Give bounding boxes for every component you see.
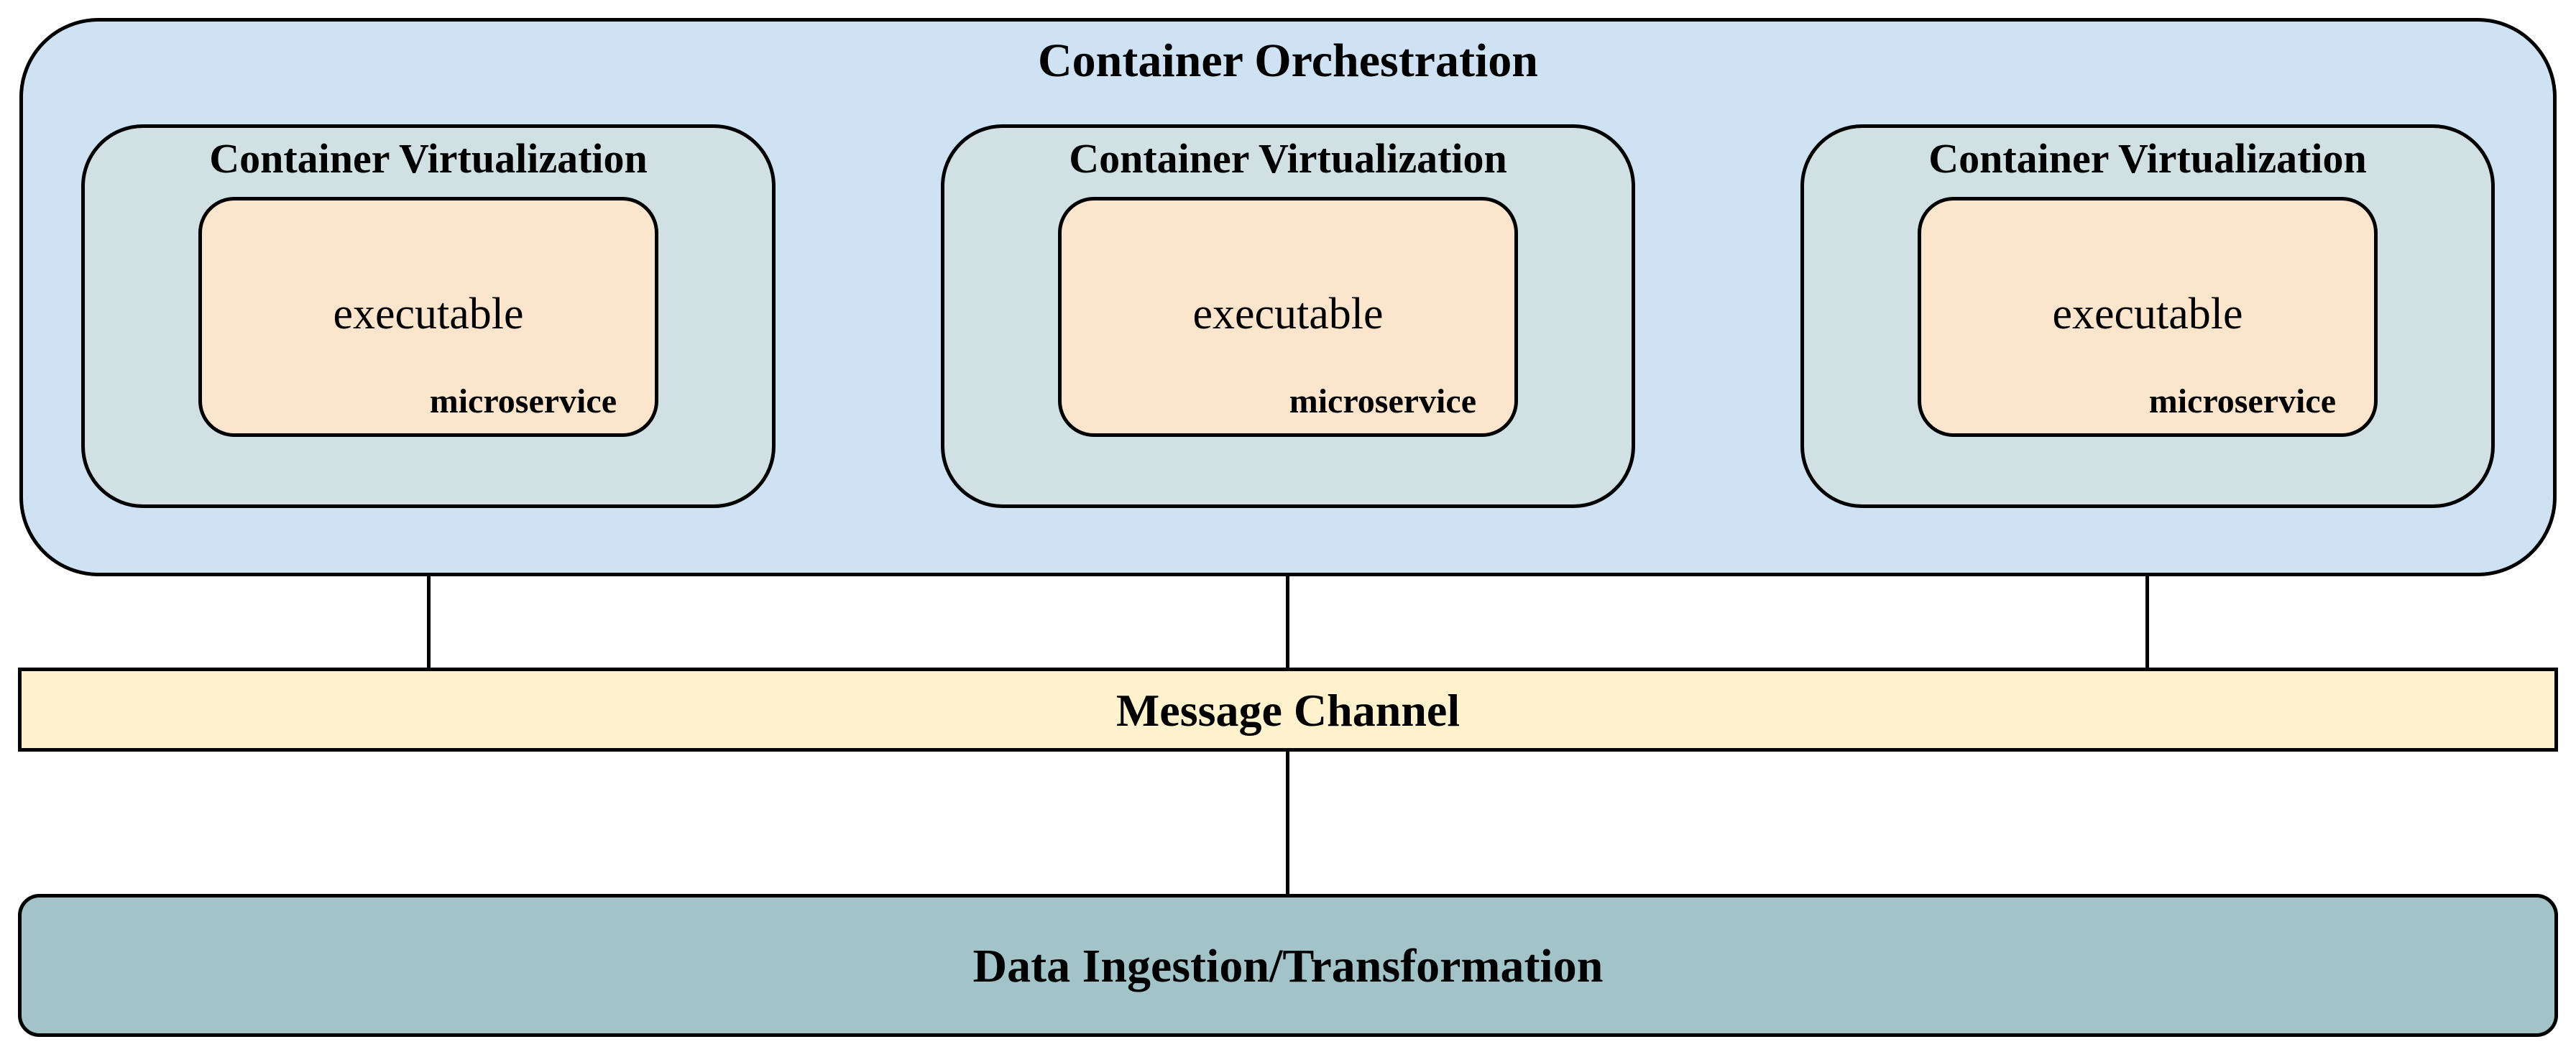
container-orchestration-title: Container Orchestration: [1038, 34, 1538, 87]
container-virtualization-title: Container Virtualization: [209, 135, 648, 182]
data-ingestion-box: [18, 894, 2558, 1037]
container-virtualization-title: Container Virtualization: [1928, 135, 2367, 182]
microservice-box: [1058, 197, 1518, 437]
message-channel-box: [18, 668, 2558, 752]
microservice-box: [198, 197, 658, 437]
container-virtualization-title: Container Virtualization: [1069, 135, 1507, 182]
microservice-label: microservice: [1289, 382, 1476, 420]
executable-label: executable: [2052, 290, 2243, 338]
microservice-label: microservice: [429, 382, 617, 420]
microservice-box: [1918, 197, 2378, 437]
microservice-label: microservice: [2148, 382, 2336, 420]
data-ingestion-title: Data Ingestion/Transformation: [972, 940, 1604, 992]
connector-line: [1286, 749, 1289, 897]
executable-label: executable: [1192, 290, 1384, 338]
executable-label: executable: [333, 290, 524, 338]
message-channel-title: Message Channel: [1116, 685, 1460, 736]
